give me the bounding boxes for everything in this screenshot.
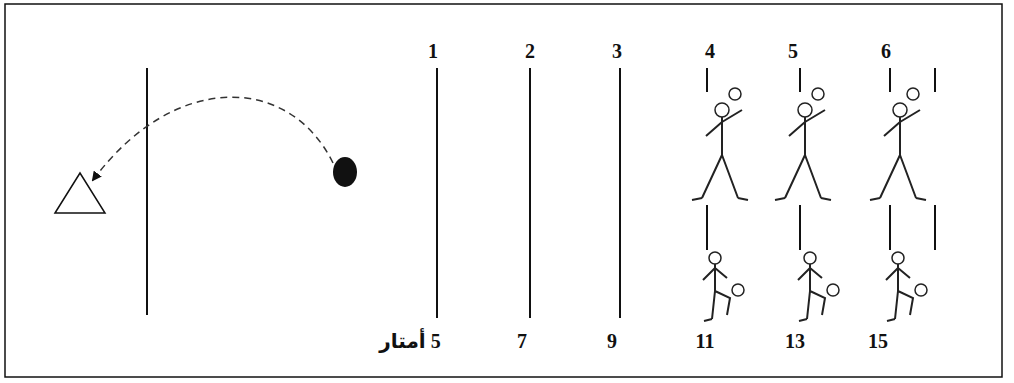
distance-label: 5 أمتار: [379, 330, 440, 352]
juggling-player: [703, 252, 744, 321]
ball: [333, 157, 357, 187]
distance-label: 11: [696, 330, 715, 352]
ball-path: [93, 97, 333, 180]
station-number: 4: [705, 40, 715, 62]
heading-player: [870, 88, 926, 200]
station-number: 2: [525, 40, 535, 62]
juggling-player: [886, 252, 927, 321]
distance-label: 13: [785, 330, 805, 352]
distance-label: 7: [517, 330, 527, 352]
distance-label: 9: [607, 330, 617, 352]
target-cone: [55, 173, 105, 213]
frame: [5, 4, 1002, 377]
station-number: 3: [612, 40, 622, 62]
heading-player: [775, 88, 831, 200]
juggling-player: [798, 252, 839, 321]
distance-label: 15: [868, 330, 888, 352]
start-line: [146, 68, 148, 315]
station-number: 6: [881, 40, 891, 62]
station-number: 5: [788, 40, 798, 62]
station-number: 1: [428, 40, 438, 62]
figure-panel: [676, 250, 938, 324]
heading-player: [692, 88, 748, 200]
